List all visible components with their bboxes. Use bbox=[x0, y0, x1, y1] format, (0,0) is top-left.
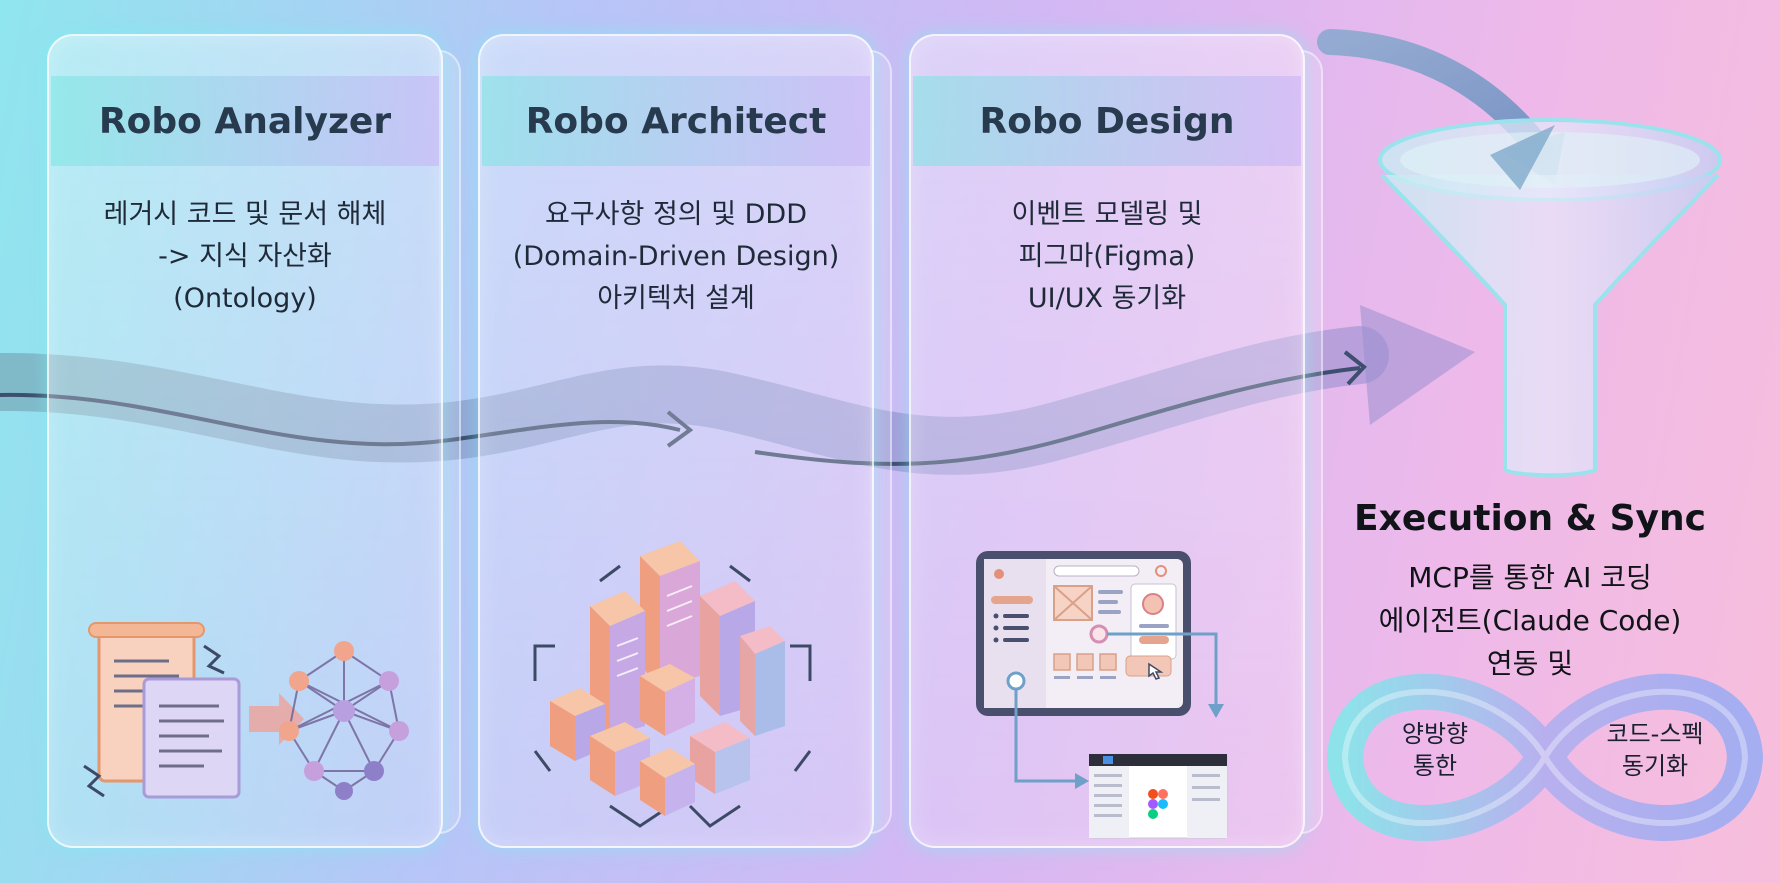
desc-line: MCP를 통한 AI 코딩 bbox=[1408, 561, 1652, 594]
panel-description: 요구사항 정의 및 DDD (Domain-Driven Design) 아키텍… bbox=[490, 194, 862, 320]
figma-editor-icon bbox=[1089, 754, 1228, 839]
isometric-blocks-icon bbox=[533, 541, 812, 828]
panel-title: Robo Architect bbox=[525, 100, 827, 142]
loop-line: 통한 bbox=[1412, 752, 1458, 780]
desc-line: 연동 및 bbox=[1486, 647, 1574, 680]
desc-line: 피그마(Figma) bbox=[1018, 241, 1196, 272]
desc-line: 에이전트(Claude Code) bbox=[1378, 604, 1682, 637]
execution-description: MCP를 통한 AI 코딩 에이전트(Claude Code) 연동 및 bbox=[1300, 556, 1760, 685]
desc-line: UI/UX 동기화 bbox=[1027, 283, 1187, 314]
panel-header: Robo Analyzer bbox=[51, 76, 439, 166]
ontology-network-icon bbox=[279, 641, 409, 800]
desc-line: 레거시 코드 및 문서 해체 bbox=[103, 199, 387, 230]
legacy-document-icon bbox=[83, 622, 304, 799]
loop-line: 양방향 bbox=[1401, 720, 1469, 748]
panel-robo-analyzer: Robo Analyzer 레거시 코드 및 문서 해체 -> 지식 자산화 (… bbox=[47, 34, 461, 848]
execution-title: Execution & Sync bbox=[1354, 498, 1706, 539]
loop-line: 코드-스펙 bbox=[1606, 720, 1704, 748]
panel-header: Robo Architect bbox=[482, 76, 870, 166]
funnel-icon bbox=[1378, 118, 1722, 478]
loop-left-label: 양방향 통한 bbox=[1380, 718, 1490, 782]
panel-title: Robo Analyzer bbox=[98, 100, 392, 142]
panel-header: Robo Design bbox=[913, 76, 1301, 166]
desc-line: (Ontology) bbox=[173, 283, 317, 314]
panel-description: 레거시 코드 및 문서 해체 -> 지식 자산화 (Ontology) bbox=[59, 194, 431, 320]
desc-line: 요구사항 정의 및 DDD bbox=[545, 199, 807, 230]
desc-line: 아키텍처 설계 bbox=[597, 283, 755, 314]
panel-description: 이벤트 모델링 및 피그마(Figma) UI/UX 동기화 bbox=[921, 194, 1293, 320]
desc-line: (Domain-Driven Design) bbox=[512, 241, 840, 272]
flow-line-2-head bbox=[1343, 350, 1367, 386]
infinity-loop-icon bbox=[1327, 673, 1763, 842]
ui-tablet-icon bbox=[976, 551, 1224, 789]
panel-robo-design: Robo Design 이벤트 모델링 및 피그마(Figma) UI/UX 동… bbox=[909, 34, 1323, 848]
loop-line: 동기화 bbox=[1621, 752, 1689, 780]
panel-robo-architect: Robo Architect 요구사항 정의 및 DDD (Domain-Dri… bbox=[478, 34, 892, 848]
desc-line: 이벤트 모델링 및 bbox=[1011, 199, 1203, 230]
panel-title: Robo Design bbox=[979, 100, 1235, 142]
desc-line: -> 지식 자산화 bbox=[158, 241, 332, 272]
loop-right-label: 코드-스펙 동기화 bbox=[1590, 718, 1720, 782]
